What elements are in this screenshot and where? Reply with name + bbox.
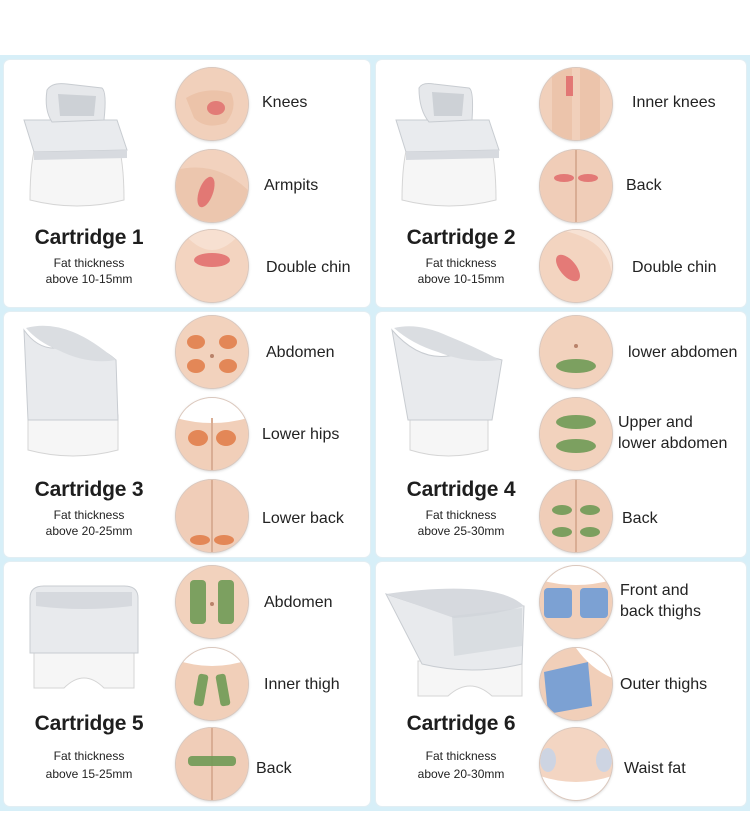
inner-thigh-zone-icon	[176, 648, 248, 720]
fat-thickness-label: Fat thickness	[53, 508, 125, 522]
cartridge-card-2: Cartridge 2 Fat thickness above 10-15mm …	[376, 60, 746, 307]
inner-knees-zone-icon	[540, 68, 612, 140]
zone-label: Armpits	[264, 177, 319, 194]
fat-thickness-range: above 20-30mm	[417, 767, 505, 781]
waist-zone-icon	[540, 728, 612, 800]
chin-zone-icon	[176, 230, 248, 302]
zone-label: Abdomen	[266, 344, 335, 361]
fat-thickness-label: Fat thickness	[425, 256, 497, 270]
zone-label: Outer thighs	[620, 676, 708, 693]
fat-thickness-range: above 25-30mm	[417, 524, 505, 538]
zone-label: Lower hips	[262, 426, 340, 443]
zone-label: lower abdomen	[628, 344, 738, 361]
zone-label: Abdomen	[264, 594, 333, 611]
zone-label: Back	[626, 177, 662, 194]
cartridge-card-3: Cartridge 3 Fat thickness above 20-25mm …	[4, 312, 370, 557]
upper-lower-abdomen-zone-icon	[540, 398, 612, 470]
abdomen-zone-icon	[176, 316, 248, 388]
zone-label: Inner knees	[632, 94, 716, 111]
cartridge-title: Cartridge 6	[406, 712, 516, 735]
zone-label: Double chin	[266, 259, 351, 276]
back-zone-icon	[540, 150, 612, 222]
cartridge-card-6: Cartridge 6 Fat thickness above 20-30mm …	[376, 562, 746, 806]
zone-label: Waist fat	[624, 760, 686, 777]
back-zone-icon	[176, 728, 248, 800]
thighs-zone-icon	[540, 566, 612, 638]
cartridge-title: Cartridge 2	[406, 226, 516, 249]
cartridge-1-device	[23, 83, 128, 207]
cartridge-title: Cartridge 3	[34, 478, 144, 501]
zone-label: Lower back	[262, 510, 344, 527]
cartridge-card-4: Cartridge 4 Fat thickness above 25-30mm …	[376, 312, 746, 557]
fat-thickness-label: Fat thickness	[53, 749, 125, 763]
chin-zone-icon	[540, 230, 612, 302]
cartridge-title: Cartridge 1	[34, 226, 144, 249]
knees-zone-icon	[176, 68, 248, 140]
fat-thickness-range: above 15-25mm	[45, 767, 133, 781]
lower-hips-zone-icon	[176, 398, 248, 470]
cartridge-3-device	[23, 325, 119, 457]
cartridge-card-1: Cartridge 1 Fat thickness above 10-15mm …	[4, 60, 370, 307]
fat-thickness-range: above 10-15mm	[417, 272, 505, 286]
cartridge-title: Cartridge 5	[34, 712, 144, 735]
cartridge-2-device	[395, 83, 500, 207]
fat-thickness-label: Fat thickness	[425, 508, 497, 522]
cartridge-title: Cartridge 4	[406, 478, 516, 501]
zone-label: Inner thigh	[264, 676, 340, 693]
lower-abdomen-zone-icon	[540, 316, 612, 388]
zone-label: Double chin	[632, 259, 717, 276]
cartridge-5-device	[29, 585, 139, 689]
outer-thighs-zone-icon	[540, 648, 612, 720]
abdomen-zone-icon	[176, 566, 248, 638]
armpit-zone-icon	[176, 150, 248, 222]
fat-thickness-label: Fat thickness	[53, 256, 125, 270]
cartridge-4-device	[391, 326, 503, 457]
fat-thickness-range: above 10-15mm	[45, 272, 133, 286]
cartridge-6-device	[384, 588, 525, 697]
lower-back-zone-icon	[176, 480, 248, 552]
zone-label: Back	[256, 760, 292, 777]
zone-label: Knees	[262, 94, 308, 111]
fat-thickness-range: above 20-25mm	[45, 524, 133, 538]
cartridge-card-5: Cartridge 5 Fat thickness above 15-25mm …	[4, 562, 370, 806]
zone-label: Back	[622, 510, 658, 527]
back-zone-icon	[540, 480, 612, 552]
fat-thickness-label: Fat thickness	[425, 749, 497, 763]
